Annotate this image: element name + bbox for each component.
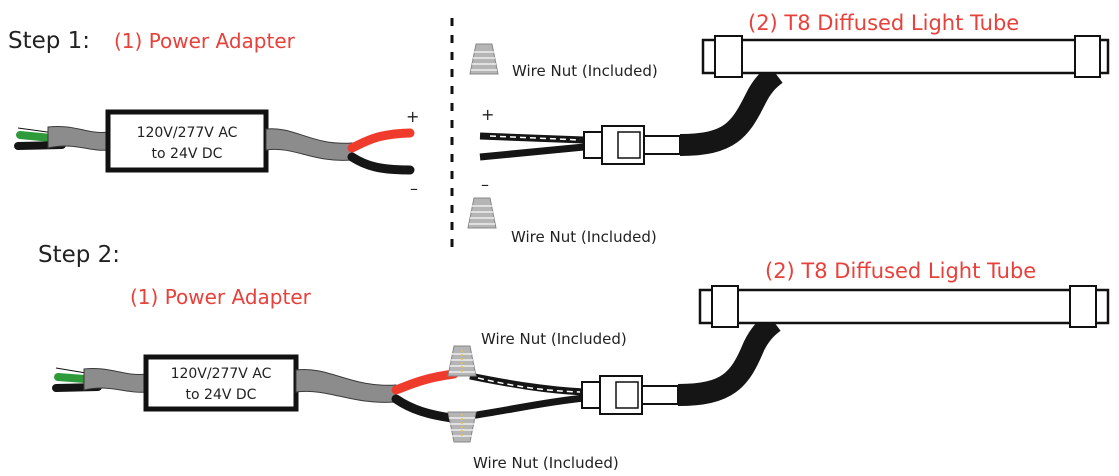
step1-input-cable: [47, 125, 109, 151]
step1-wire-nut-top-icon: [469, 43, 499, 75]
step2-tube-label: (2) T8 Diffused Light Tube: [765, 259, 1036, 283]
step1-wire-nut-bottom-icon: [467, 197, 497, 229]
step1-red-lead: [347, 128, 415, 153]
step1-title: Step 1:: [8, 28, 90, 54]
step2-title: Step 2:: [38, 242, 120, 268]
step1-wire-nut-top-label: Wire Nut (Included): [512, 62, 658, 80]
step1-adapter-line2: to 24V DC: [152, 146, 223, 162]
step1-plus-left: +: [406, 107, 419, 126]
step1-connector: [583, 125, 681, 165]
step1-adapter-label: (1) Power Adapter: [114, 29, 296, 53]
step1-tube-cable: [679, 65, 783, 156]
step2-red-lead: [391, 369, 459, 395]
step2-adapter-line2: to 24V DC: [186, 387, 257, 403]
step2-adapter-box: [143, 354, 299, 412]
step1-adapter-line1: 120V/277V AC: [137, 125, 238, 141]
step1-light-tube: [701, 35, 1110, 78]
step2-wire-nut-top-icon: [447, 345, 477, 377]
step1-group: Step 1: (1) Power Adapter (2) T8 Diffuse…: [8, 11, 1110, 250]
step2-light-tube: [698, 285, 1110, 328]
step1-minus-left: –: [410, 179, 418, 198]
step2-input-cable: [83, 367, 147, 393]
step2-group: Step 2: (1) Power Adapter (2) T8 Diffuse…: [38, 242, 1110, 472]
step2-wire-nut-bottom-icon: [447, 411, 477, 443]
step1-wire-nut-bottom-label: Wire Nut (Included): [511, 228, 657, 246]
step1-output-cable: [265, 128, 353, 161]
step2-wire-nut-top-label: Wire Nut (Included): [481, 330, 627, 348]
step1-plus-right: +: [481, 105, 494, 124]
step2-output-cable: [295, 369, 397, 403]
step1-minus-right: –: [481, 175, 489, 194]
step1-black-lead: [347, 152, 415, 175]
step2-black-lead: [391, 394, 457, 423]
step2-adapter-label: (1) Power Adapter: [130, 285, 312, 309]
step2-adapter-line1: 120V/277V AC: [171, 366, 272, 382]
step1-adapter-box: [105, 109, 269, 173]
step2-connector: [581, 375, 679, 415]
step2-tube-leads: [469, 372, 585, 420]
step1-tube-leads: [479, 132, 585, 161]
step2-wire-nut-bottom-label: Wire Nut (Included): [473, 454, 619, 472]
step2-tube-cable: [677, 313, 781, 406]
step1-tube-label: (2) T8 Diffused Light Tube: [748, 11, 1019, 35]
